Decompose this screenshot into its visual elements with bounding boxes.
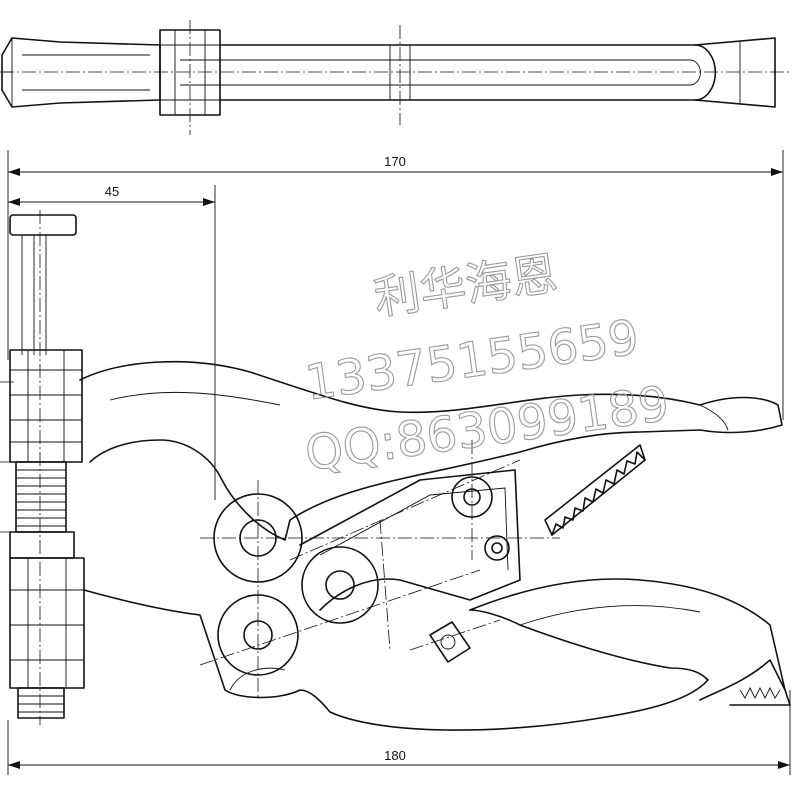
watermark: 利华海恩 13375155659 QQ:863099189 (301, 245, 673, 482)
watermark-line-1: 利华海恩 (371, 246, 561, 325)
dimension-label-180: 180 (384, 748, 406, 763)
dimension-170: 170 (7, 150, 784, 420)
dimension-180: 180 (7, 690, 791, 775)
dimension-label-45: 45 (105, 184, 119, 199)
lever-links (199, 440, 560, 700)
dimension-label-170: 170 (384, 154, 406, 169)
side-view-clamp (0, 210, 85, 725)
top-view (0, 20, 790, 135)
lower-handle (83, 578, 791, 731)
dimension-45: 45 (8, 184, 216, 500)
upper-jaw (79, 360, 783, 541)
serrated-jaw (544, 444, 646, 536)
